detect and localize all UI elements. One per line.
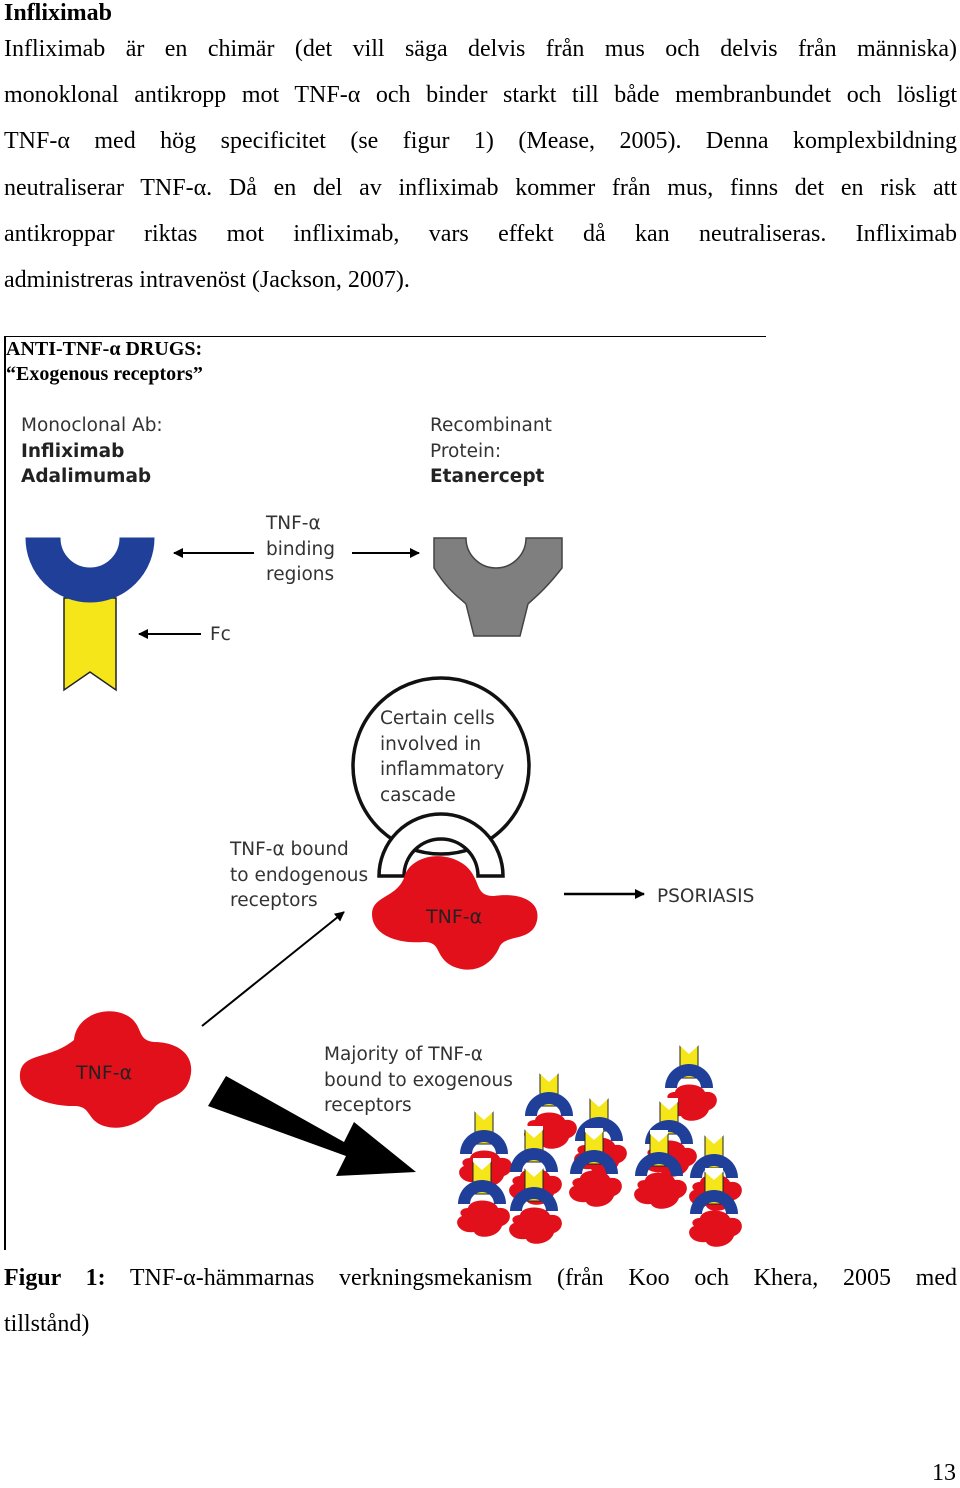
- antibody-with-tnf-icon: [689, 1168, 742, 1247]
- bound-endogenous-label: TNF-α bound to endogenous receptors: [230, 837, 368, 914]
- cells-label: Certain cells involved in inflammatory c…: [380, 706, 504, 808]
- figure-title: ANTI-TNF-α DRUGS: “Exogenous receptors”: [6, 337, 203, 387]
- recombinant-label: Recombinant Protein: Etanercept: [430, 413, 552, 490]
- arrow-to-bound-icon: [201, 911, 345, 1027]
- binding-regions-label: TNF-α binding regions: [266, 511, 335, 588]
- body-paragraph: Infliximab är en chimär (det vill säga d…: [4, 26, 957, 303]
- section-heading: Infliximab: [4, 0, 113, 26]
- majority-line3: receptors: [324, 1095, 412, 1116]
- figure-1: ANTI-TNF-α DRUGS: “Exogenous receptors” …: [4, 336, 766, 1250]
- tnf-bound-label: TNF-α: [426, 906, 483, 928]
- etanercept-label: Etanercept: [430, 466, 545, 487]
- etanercept-protein-icon: [433, 537, 563, 637]
- infliximab-antibody-icon: [25, 537, 155, 692]
- figure-top-border: [4, 336, 766, 337]
- page-number: 13: [932, 1460, 956, 1486]
- majority-label: Majority of TNF-α bound to exogenous rec…: [324, 1042, 513, 1119]
- tnf-free-label: TNF-α: [76, 1062, 133, 1084]
- psoriasis-label: PSORIASIS: [657, 886, 755, 907]
- binding-cup-icon: [25, 537, 155, 603]
- figure-left-border: [4, 336, 6, 1250]
- bound-endogenous-line3: receptors: [230, 890, 318, 911]
- caption-line2: tillstånd): [4, 1311, 90, 1337]
- fc-region-icon: [63, 597, 117, 692]
- tnf-alpha-bound-icon: [372, 856, 538, 970]
- antibody-with-tnf-icon: [509, 1165, 562, 1244]
- adalimumab-label: Adalimumab: [21, 466, 152, 487]
- monoclonal-line1: Monoclonal Ab:: [21, 415, 163, 436]
- bound-endogenous-line2: to endogenous: [230, 864, 369, 886]
- cells-line3: inflammatory: [380, 759, 505, 780]
- figure-title-line2: “Exogenous receptors”: [6, 363, 203, 385]
- figure-graphics: [19, 537, 742, 1247]
- antibody-with-tnf-icon: [664, 1042, 717, 1121]
- paragraph-line: antikroppar riktas mot infliximab, vars …: [4, 220, 957, 247]
- antibody-cluster-icon: [457, 1042, 742, 1247]
- cells-line4: cascade: [380, 784, 456, 806]
- caption-label: Figur 1:: [4, 1265, 106, 1291]
- recombinant-line2: Protein:: [430, 440, 502, 462]
- bound-endogenous-line1: TNF-α bound: [230, 839, 349, 860]
- paragraph-line: TNF-α med hög specificitet (se figur 1) …: [4, 128, 957, 155]
- antibody-with-tnf-icon: [569, 1128, 622, 1207]
- paragraph-line: neutraliserar TNF-α. Då en del av inflix…: [4, 174, 957, 201]
- inflammatory-cell-icon: [351, 676, 531, 878]
- paragraph-line: administreras intravenöst (Jackson, 2007…: [4, 267, 410, 294]
- tnf-alpha-free-icon: [19, 1011, 192, 1128]
- antibody-with-tnf-icon: [634, 1130, 687, 1209]
- binding-regions-line2: binding: [266, 538, 335, 560]
- paragraph-line: monoklonal antikropp mot TNF-α och binde…: [4, 82, 957, 109]
- caption-line1: Figur 1: TNF-α-hämmarnas verkningsmekani…: [4, 1255, 957, 1301]
- recombinant-line1: Recombinant: [430, 415, 552, 436]
- thick-arrow-icon: [208, 1076, 416, 1176]
- majority-line2: bound to exogenous: [324, 1069, 513, 1091]
- cells-line1: Certain cells: [380, 708, 495, 729]
- figure-caption: Figur 1: TNF-α-hämmarnas verkningsmekani…: [4, 1255, 957, 1347]
- monoclonal-label: Monoclonal Ab: Infliximab Adalimumab: [21, 413, 163, 490]
- infliximab-label: Infliximab: [21, 440, 125, 462]
- antibody-with-tnf-icon: [457, 1158, 510, 1237]
- fc-label: Fc: [210, 624, 231, 645]
- cells-line2: involved in: [380, 733, 482, 755]
- binding-regions-line1: TNF-α: [266, 513, 321, 534]
- majority-line1: Majority of TNF-α: [324, 1044, 483, 1065]
- figure-title-line1: ANTI-TNF-α DRUGS:: [6, 338, 203, 360]
- caption-text: TNF-α-hämmarnas verkningsmekanism (från …: [129, 1265, 957, 1291]
- binding-regions-line3: regions: [266, 564, 335, 585]
- paragraph-line: Infliximab är en chimär (det vill säga d…: [4, 36, 957, 62]
